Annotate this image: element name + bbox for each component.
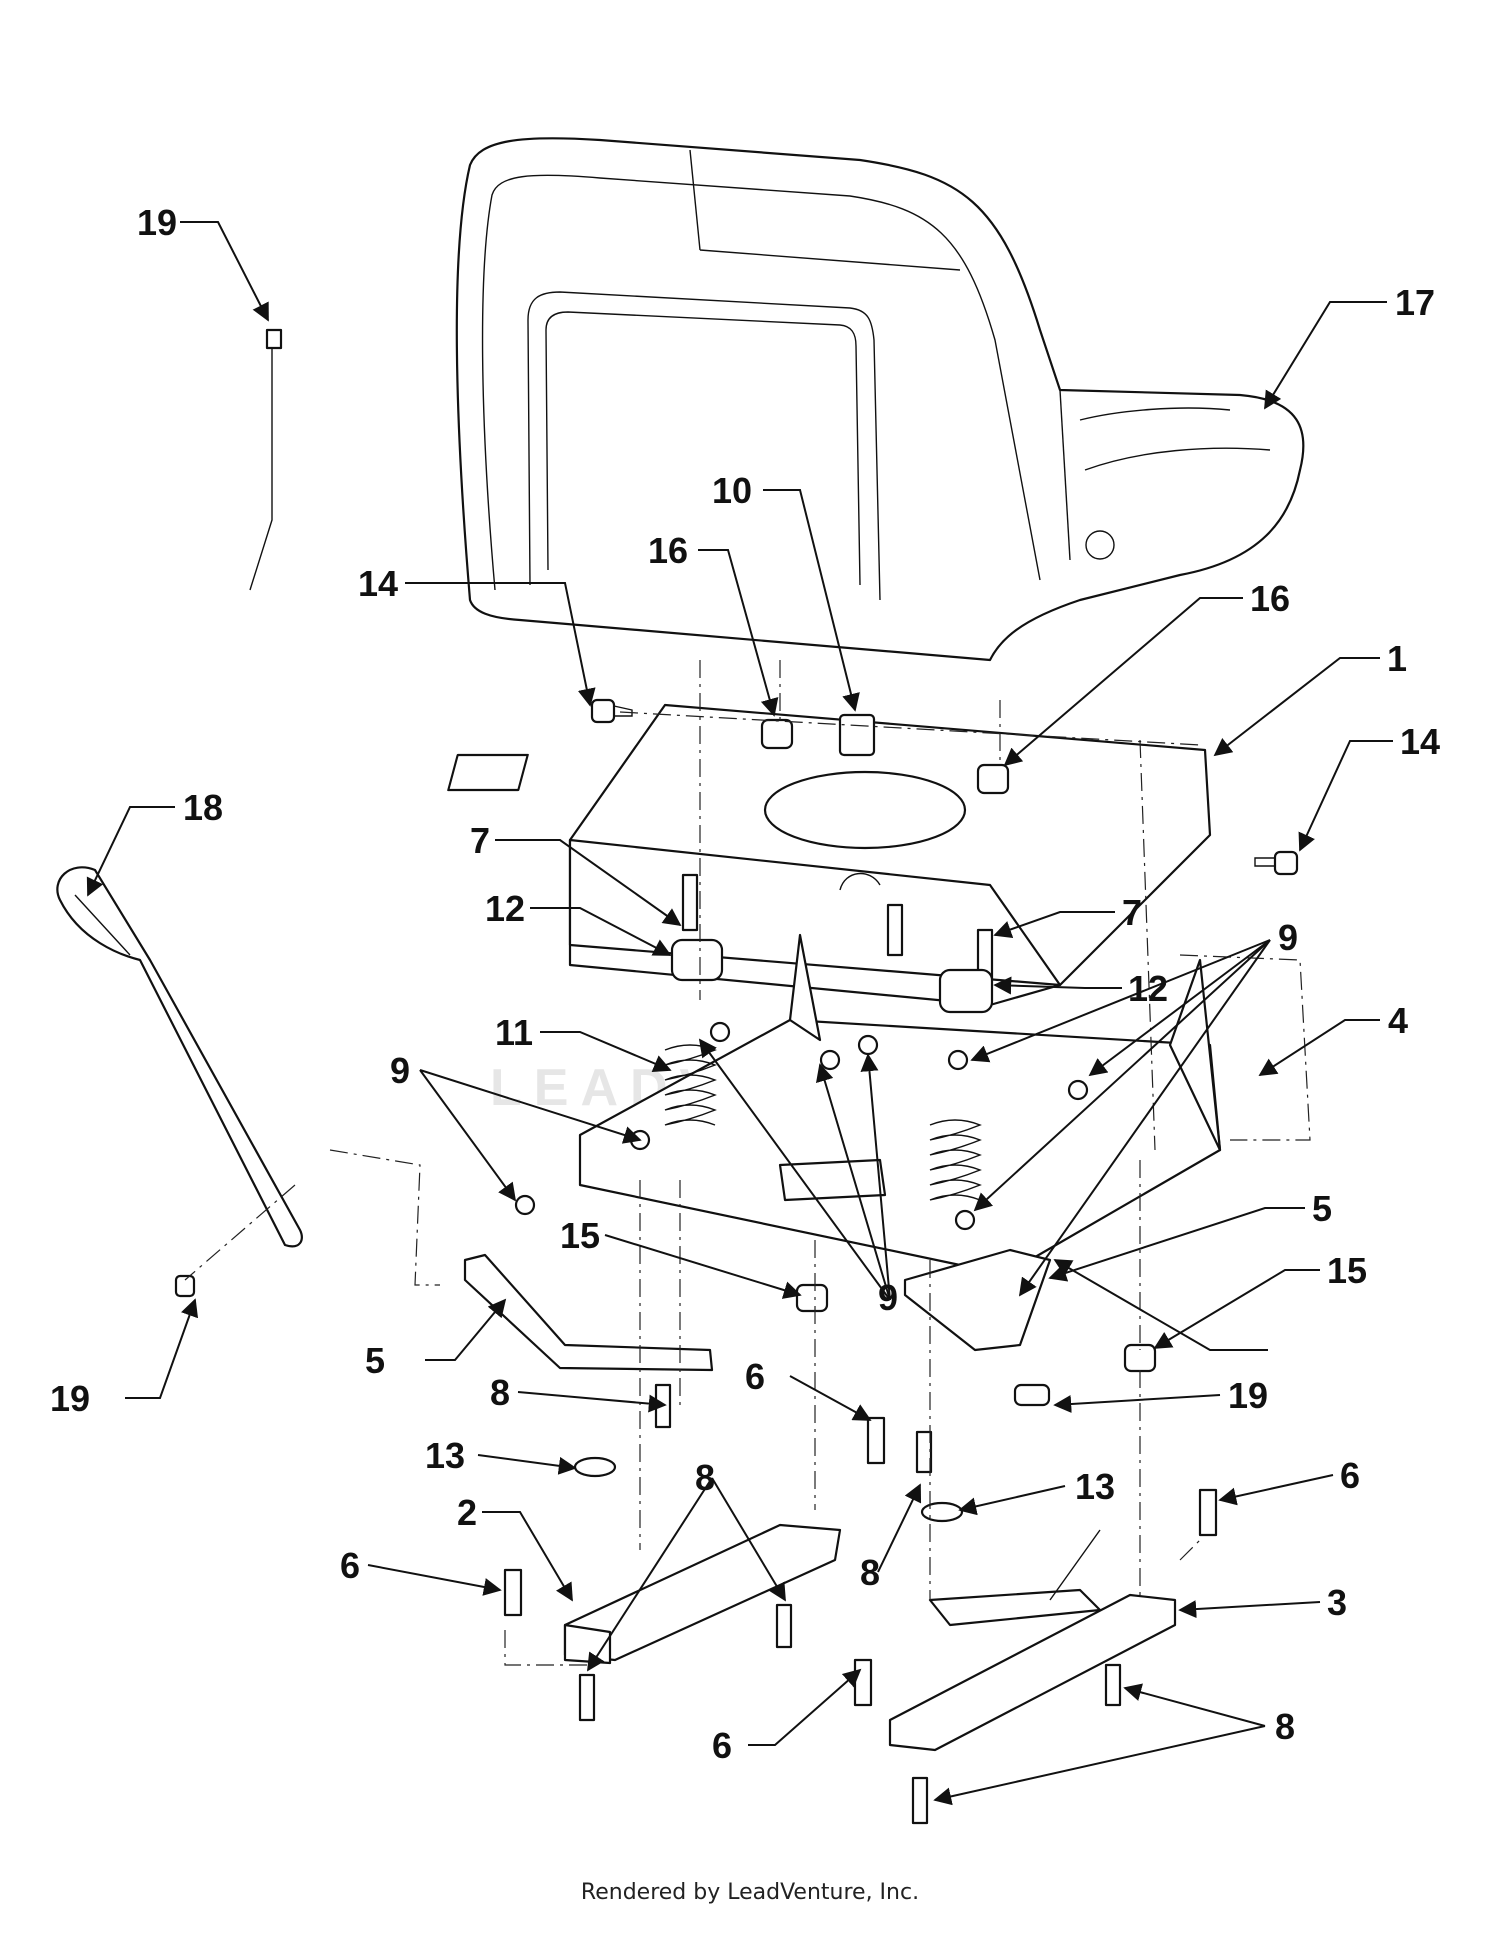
bracket-5-right <box>903 1248 1052 1352</box>
leader-lines <box>86 221 1393 1806</box>
slide-rail-2 <box>563 1523 842 1665</box>
callout-6: 6 <box>340 1545 360 1586</box>
callout-labels: 19 17 10 16 14 16 1 14 18 7 12 7 12 9 11… <box>50 202 1440 1766</box>
callout-6: 6 <box>1340 1455 1360 1496</box>
slide-rail-3 <box>888 1529 1177 1752</box>
callout-2: 2 <box>457 1492 477 1533</box>
callout-12: 12 <box>1128 968 1168 1009</box>
callout-8: 8 <box>695 1457 715 1498</box>
assembly-lines <box>184 660 1311 1666</box>
callout-4: 4 <box>1388 1000 1408 1041</box>
callout-6: 6 <box>712 1725 732 1766</box>
seat-plate-1 <box>447 703 1212 1007</box>
callout-14: 14 <box>358 563 398 604</box>
callout-8: 8 <box>490 1372 510 1413</box>
callout-8: 8 <box>860 1552 880 1593</box>
callout-12: 12 <box>485 888 525 929</box>
callout-16: 16 <box>648 530 688 571</box>
callout-13: 13 <box>1075 1466 1115 1507</box>
callout-9: 9 <box>390 1050 410 1091</box>
callout-1: 1 <box>1387 638 1407 679</box>
callout-5: 5 <box>1312 1188 1332 1229</box>
callout-7: 7 <box>1122 892 1142 933</box>
callout-7: 7 <box>470 820 490 861</box>
callout-9: 9 <box>878 1277 898 1318</box>
callout-6: 6 <box>745 1356 765 1397</box>
seat-base-4 <box>578 933 1222 1267</box>
callout-9: 9 <box>1278 917 1298 958</box>
callout-19: 19 <box>50 1378 90 1419</box>
footer-credit: Rendered by LeadVenture, Inc. <box>580 1880 920 1905</box>
callout-19: 19 <box>137 202 177 243</box>
callout-18: 18 <box>183 787 223 828</box>
fasteners <box>174 328 1299 1825</box>
callout-10: 10 <box>712 470 752 511</box>
callout-3: 3 <box>1327 1582 1347 1623</box>
callout-19: 19 <box>1228 1375 1268 1416</box>
callout-14: 14 <box>1400 721 1440 762</box>
callout-17: 17 <box>1395 282 1435 323</box>
lever-18 <box>56 866 303 1248</box>
seat-17 <box>455 137 1305 662</box>
callout-5: 5 <box>365 1340 385 1381</box>
callout-13: 13 <box>425 1435 465 1476</box>
callout-15: 15 <box>560 1215 600 1256</box>
callout-11: 11 <box>495 1012 533 1053</box>
callout-8: 8 <box>1275 1706 1295 1747</box>
bracket-5-left <box>463 1253 714 1372</box>
callout-16: 16 <box>1250 578 1290 619</box>
callout-15: 15 <box>1327 1250 1367 1291</box>
